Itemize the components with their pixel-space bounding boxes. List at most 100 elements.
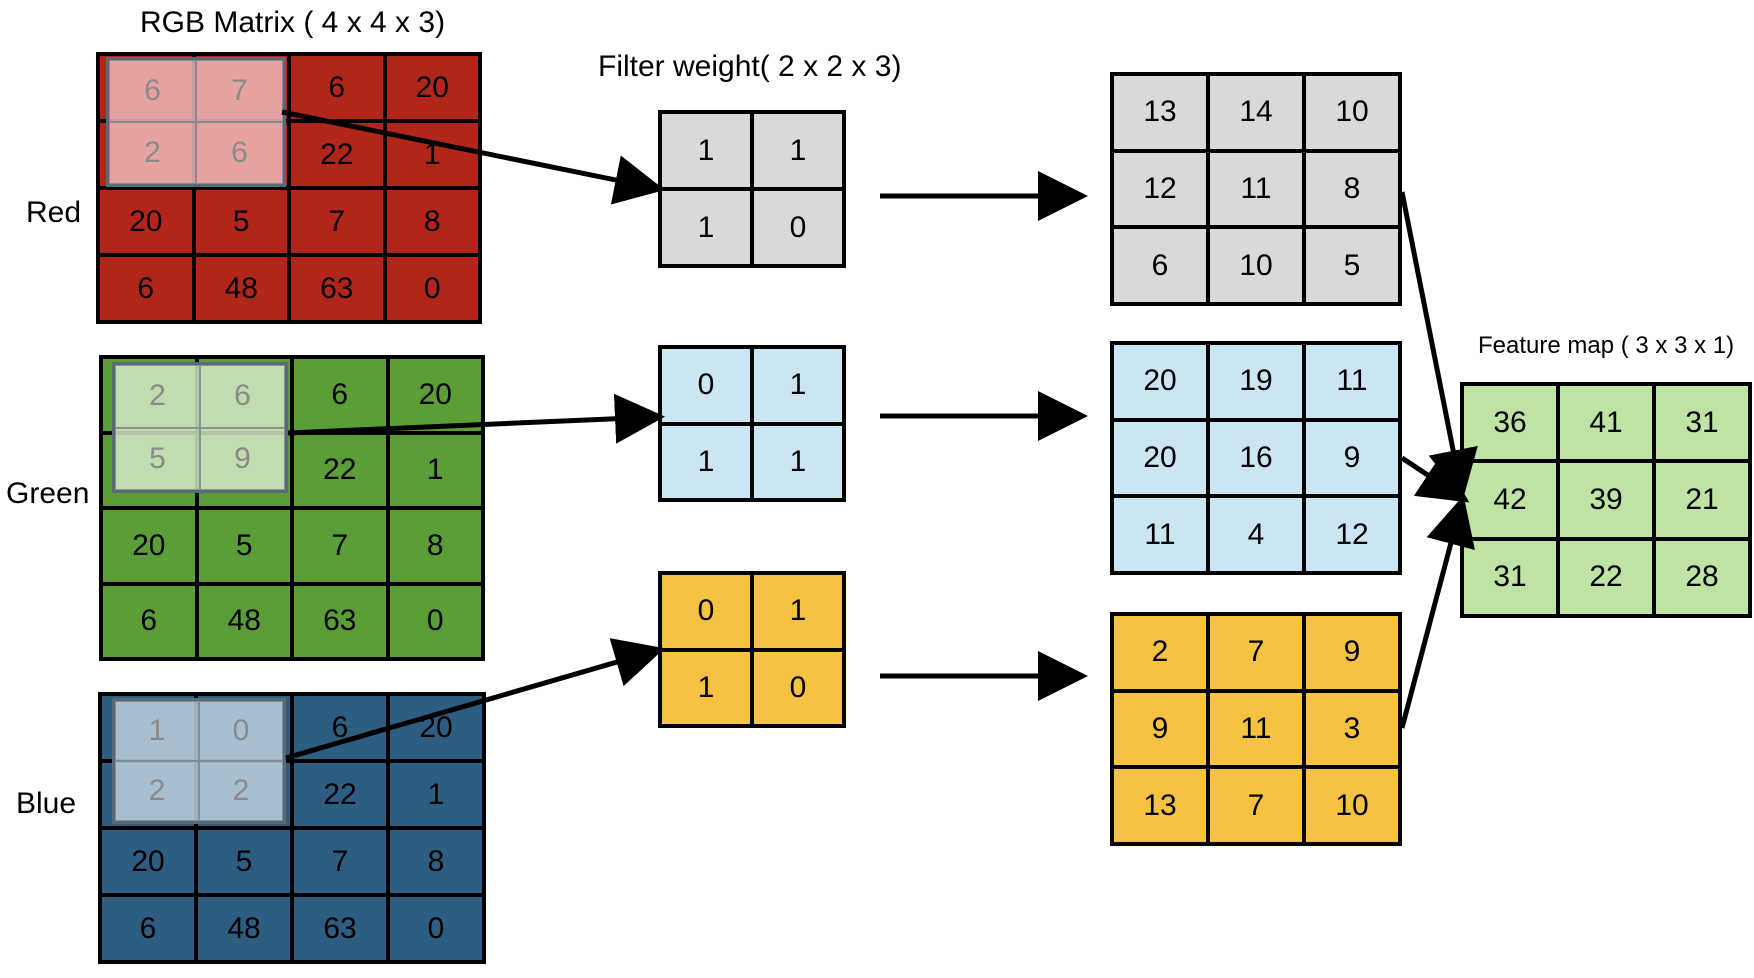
input-green-cell: 5 (198, 510, 290, 582)
output-red-cell: 5 (1306, 229, 1398, 302)
receptive-field-red-cell: 7 (196, 60, 283, 122)
receptive-field-blue-cell: 0 (199, 701, 283, 761)
input-green-cell: 7 (294, 510, 386, 582)
input-red-cell: 1 (386, 123, 478, 186)
receptive-field-blue-cell: 1 (115, 701, 199, 761)
input-green-cell: 63 (294, 585, 386, 657)
input-blue-cell: 48 (198, 897, 290, 960)
input-red-cell: 7 (291, 190, 383, 253)
feature-map-cell: 31 (1464, 540, 1556, 614)
filter-blue-cell: 0 (754, 651, 842, 724)
output-blue-cell: 11 (1210, 692, 1302, 766)
output-blue-cell: 10 (1306, 769, 1398, 842)
input-blue-cell: 7 (294, 830, 386, 893)
channel-label-green: Green (6, 477, 90, 510)
input-red-cell: 5 (195, 190, 287, 253)
filter-red-cell: 1 (754, 114, 842, 187)
input-blue-cell: 22 (294, 763, 386, 826)
output-red-cell: 12 (1114, 152, 1206, 226)
filter-blue-cell: 1 (754, 575, 842, 648)
input-blue-cell: 63 (294, 897, 386, 960)
output-green-cell: 20 (1114, 345, 1206, 418)
output-blue-cell: 9 (1306, 616, 1398, 689)
output-blue-cell: 13 (1114, 769, 1206, 842)
input-red-cell: 22 (291, 123, 383, 186)
filter-green-cell: 1 (754, 425, 842, 498)
output-green-cell: 12 (1306, 498, 1398, 571)
input-blue-cell: 6 (102, 897, 194, 960)
arrow-output-blue-to-feature (1399, 495, 1475, 729)
input-red-cell: 63 (291, 257, 383, 320)
receptive-field-green-cell: 9 (200, 427, 285, 490)
filter-blue-cell: 1 (662, 651, 750, 724)
output-red-cell: 10 (1306, 76, 1398, 149)
receptive-field-blue-cell: 2 (199, 761, 283, 821)
input-red-cell: 0 (386, 257, 478, 320)
output-red-cell: 6 (1114, 229, 1206, 302)
feature-map-cell: 22 (1560, 540, 1652, 614)
receptive-field-green-cell: 2 (115, 365, 200, 428)
output-blue-cell: 7 (1210, 616, 1302, 689)
filter-green-cell: 1 (754, 349, 842, 422)
input-green-cell: 6 (103, 585, 195, 657)
output-blue-cell: 7 (1210, 769, 1302, 842)
output-red-cell: 11 (1210, 152, 1302, 226)
channel-label-blue: Blue (16, 787, 77, 820)
filter-red-cell: 1 (662, 114, 750, 187)
input-red-cell: 6 (100, 257, 192, 320)
input-red-cell: 20 (386, 56, 478, 119)
input-blue-cell: 1 (390, 763, 482, 826)
output-blue-cell: 2 (1114, 616, 1206, 689)
output-red-cell: 8 (1306, 152, 1398, 226)
output-green-cell: 4 (1210, 498, 1302, 571)
feature-map-cell: 21 (1656, 463, 1748, 537)
feature-map-cell: 36 (1464, 386, 1556, 460)
input-blue-cell: 0 (390, 897, 482, 960)
filter-red-cell: 1 (662, 191, 750, 264)
output-green-cell: 19 (1210, 345, 1302, 418)
filter-green-cell: 0 (662, 349, 750, 422)
filter-red-cell: 0 (754, 191, 842, 264)
arrow-output-green-to-feature (1400, 454, 1470, 503)
receptive-field-red-cell: 6 (109, 60, 196, 122)
input-green-cell: 8 (389, 510, 481, 582)
filter-blue-cell: 0 (662, 575, 750, 648)
input-green-cell: 1 (389, 434, 481, 506)
feature-map-cell: 39 (1560, 463, 1652, 537)
input-red-cell: 20 (100, 190, 192, 253)
output-green-cell: 9 (1306, 421, 1398, 495)
input-green-cell: 20 (389, 359, 481, 431)
feature-map-cell: 28 (1656, 540, 1748, 614)
arrow-output-red-to-feature (1399, 191, 1478, 500)
receptive-field-green-cell: 6 (200, 365, 285, 428)
input-green-cell: 48 (198, 585, 290, 657)
output-green-cell: 20 (1114, 421, 1206, 495)
output-blue-cell: 3 (1306, 692, 1398, 766)
feature-map-cell: 42 (1464, 463, 1556, 537)
input-green-cell: 22 (294, 434, 386, 506)
receptive-field-red-cell: 6 (196, 122, 283, 184)
receptive-field-red-cell: 2 (109, 122, 196, 184)
feature-map-cell: 41 (1560, 386, 1652, 460)
input-blue-cell: 6 (294, 696, 386, 759)
output-red-cell: 14 (1210, 76, 1302, 149)
output-green-cell: 11 (1306, 345, 1398, 418)
input-blue-cell: 20 (390, 696, 482, 759)
input-red-cell: 6 (291, 56, 383, 119)
feature-map-title: Feature map ( 3 x 3 x 1) (1478, 332, 1735, 359)
input-blue-cell: 8 (390, 830, 482, 893)
input-green-cell: 6 (294, 359, 386, 431)
filter-green-cell: 1 (662, 425, 750, 498)
output-red-cell: 10 (1210, 229, 1302, 302)
input-red-cell: 8 (386, 190, 478, 253)
